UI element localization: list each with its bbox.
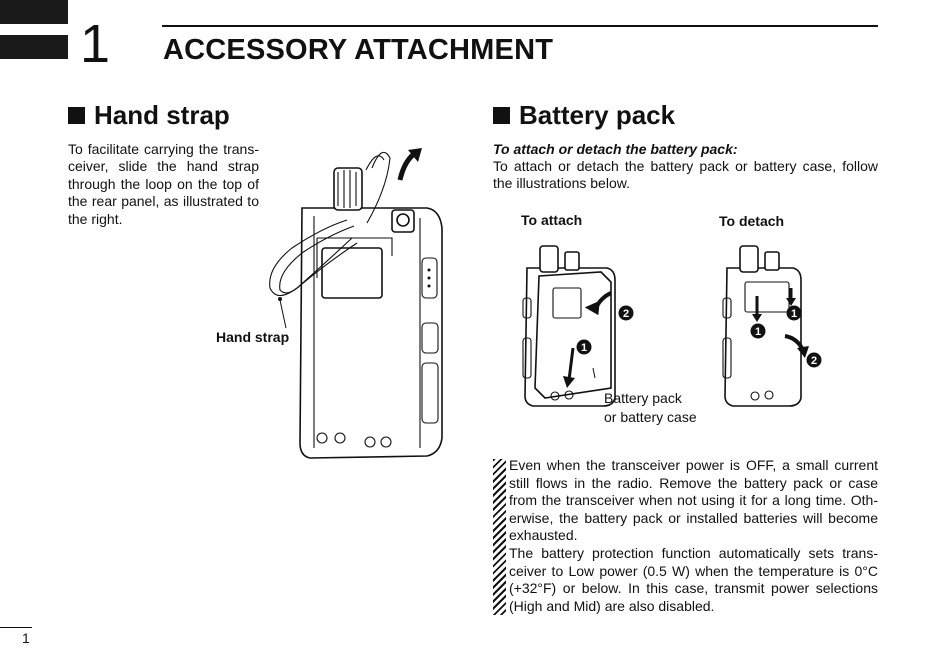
svg-text:2: 2 [811,355,817,367]
attach-label: To attach [521,212,583,228]
note-hatch-bar [493,459,506,615]
step-1-icon: 1 [576,339,592,355]
step-1-icon: 1 [750,323,766,339]
step-2-icon: 2 [806,352,822,368]
battery-text: To attach or detach the battery pack or … [493,158,878,192]
hand-strap-heading: Hand strap [68,100,230,131]
svg-text:1: 1 [581,342,587,354]
svg-text:1: 1 [791,308,797,320]
detach-label: To detach [719,213,785,229]
battery-pack-caption-line1: Battery pack [604,390,682,406]
battery-note-para1: Even when the transceiver power is OFF, … [509,457,878,544]
attach-illustration [522,245,616,407]
square-bullet-icon [493,107,510,124]
battery-note-para2: The battery protection function automati… [509,544,878,614]
hand-strap-heading-text: Hand strap [94,100,230,130]
svg-text:1: 1 [755,326,761,338]
step-1-icon: 1 [786,305,802,321]
svg-text:2: 2 [623,308,629,320]
chapter-tab-bottom [0,35,68,59]
chapter-tab-top [0,0,68,24]
footer-rule [0,627,32,628]
battery-note: Even when the transceiver power is OFF, … [509,457,878,615]
battery-pack-caption: Battery pack or battery case [604,389,697,427]
battery-subheading: To attach or detach the battery pack: [493,141,738,157]
page-number: 1 [22,630,30,646]
step-2-icon: 2 [618,305,634,321]
hand-strap-text: To facilitate carrying the trans-ceiver,… [68,141,259,227]
chapter-title: ACCESSORY ATTACHMENT [163,34,554,66]
detach-illustration [722,245,809,407]
header-rule [162,25,878,27]
battery-pack-caption-line2: or battery case [604,409,697,425]
chapter-number: 1 [80,14,111,74]
battery-pack-heading-text: Battery pack [519,100,676,130]
hand-strap-illustration [269,148,443,459]
square-bullet-icon [68,107,85,124]
hand-strap-callout: Hand strap [216,329,290,345]
battery-pack-heading: Battery pack [493,100,675,131]
